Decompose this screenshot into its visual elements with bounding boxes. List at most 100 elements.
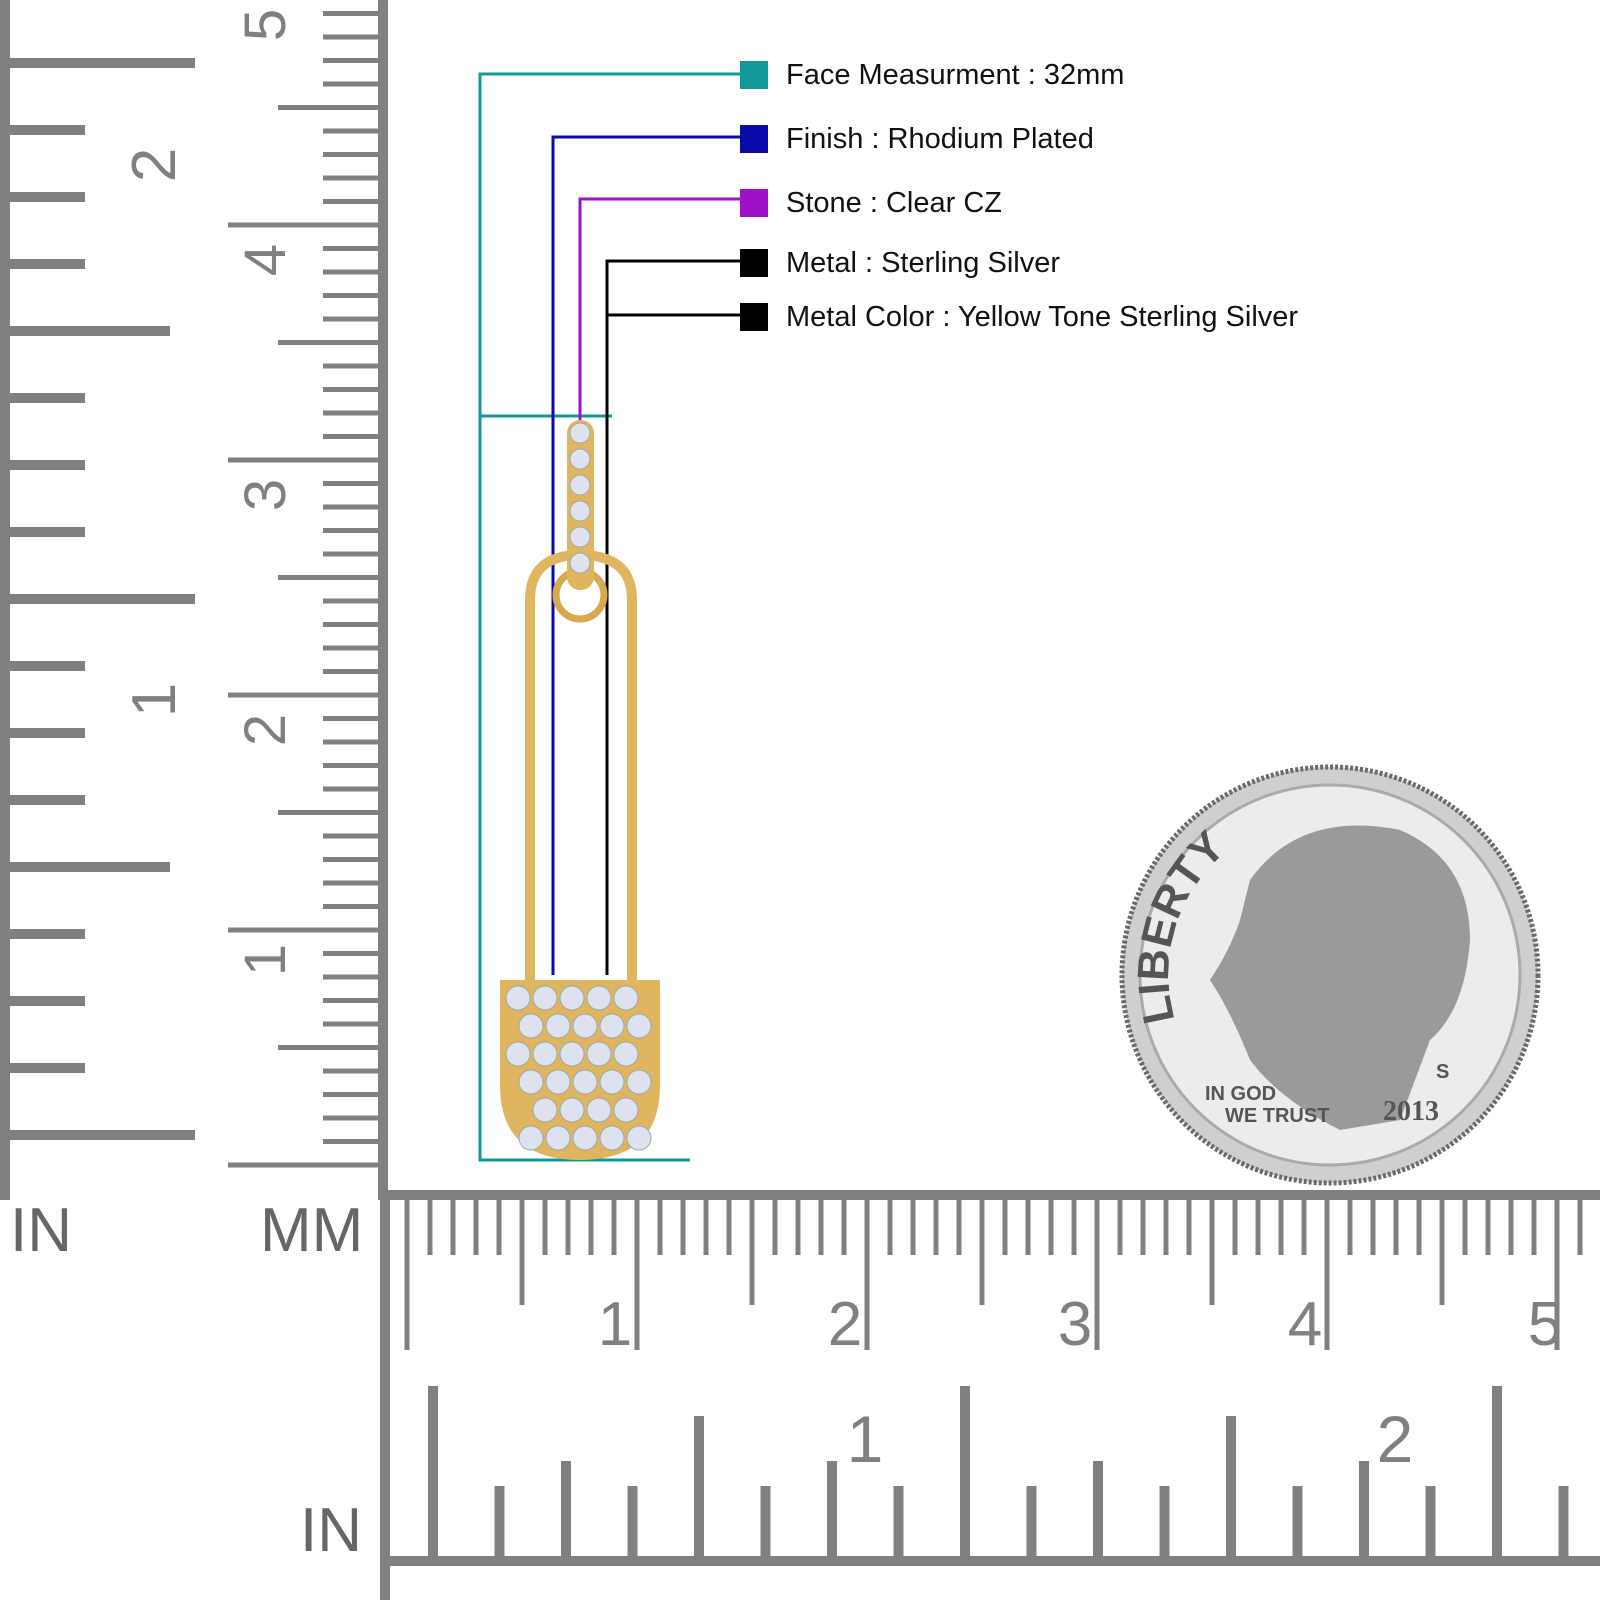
inch-tick xyxy=(561,1461,571,1556)
inch-tick xyxy=(1359,1461,1369,1556)
inch-tick xyxy=(827,1461,837,1556)
mm-tick xyxy=(1002,1200,1008,1255)
legend-stone: Stone : Clear CZ xyxy=(740,186,1002,219)
mm-tick xyxy=(1439,1200,1445,1305)
inch-tick xyxy=(10,326,170,336)
mm-tick xyxy=(323,152,378,157)
inch-tick xyxy=(10,527,85,537)
coin-motto-1: IN GOD xyxy=(1205,1083,1276,1105)
vertical-mm-number: 4 xyxy=(233,244,298,276)
mm-tick xyxy=(542,1200,548,1255)
inch-tick xyxy=(694,1416,704,1556)
mm-tick xyxy=(228,457,378,463)
face-measurement-leader xyxy=(478,72,740,1162)
mm-tick xyxy=(323,857,378,862)
mm-tick xyxy=(933,1200,939,1255)
cz-stone xyxy=(559,1097,585,1123)
mm-tick xyxy=(323,786,378,792)
inch-tick xyxy=(10,393,85,403)
mm-tick xyxy=(323,504,378,510)
mm-tick xyxy=(1301,1200,1307,1255)
coin-year: 2013 xyxy=(1383,1096,1439,1127)
horizontal-inch-number: 1 xyxy=(847,1402,884,1476)
swatch-black xyxy=(740,303,768,331)
cz-stone xyxy=(613,1041,639,1067)
mm-tick xyxy=(1416,1200,1422,1255)
mm-tick xyxy=(772,1200,778,1255)
inch-tick xyxy=(627,1486,638,1556)
inch-tick xyxy=(760,1486,771,1556)
mm-tick xyxy=(228,222,378,228)
mm-tick xyxy=(323,1092,378,1097)
mm-tick xyxy=(228,1162,378,1168)
inch-tick xyxy=(1093,1461,1103,1556)
vertical-ruler-edge-right xyxy=(378,0,388,1200)
mm-tick xyxy=(910,1200,916,1255)
cz-stone xyxy=(532,1041,558,1067)
mm-tick xyxy=(278,810,378,815)
cz-stone xyxy=(572,1069,598,1095)
inch-tick xyxy=(494,1486,505,1556)
cz-stone xyxy=(613,1097,639,1123)
mm-tick xyxy=(323,81,378,87)
mm-tick xyxy=(703,1200,709,1255)
mm-tick xyxy=(228,692,378,698)
mm-tick xyxy=(323,974,378,980)
vertical-ruler-edge xyxy=(0,0,10,1200)
cz-stone xyxy=(545,1069,571,1095)
mm-tick xyxy=(323,1139,378,1144)
inch-tick xyxy=(428,1386,438,1556)
mm-tick xyxy=(427,1200,433,1255)
mm-tick xyxy=(1094,1200,1100,1350)
mm-tick xyxy=(228,927,378,933)
mm-tick xyxy=(404,1200,410,1350)
vertical-inch-number: 1 xyxy=(120,683,189,717)
inch-tick xyxy=(1558,1486,1569,1556)
mm-tick xyxy=(1370,1200,1376,1255)
mm-tick xyxy=(323,1021,378,1027)
cz-stone xyxy=(586,1097,612,1123)
mm-tick xyxy=(1462,1200,1468,1255)
legend-metal: Metal : Sterling Silver xyxy=(740,246,1060,279)
cz-stone xyxy=(505,1041,531,1067)
cz-stone xyxy=(559,1041,585,1067)
horizontal-mm-number: 1 xyxy=(598,1290,632,1359)
mm-tick xyxy=(323,387,378,392)
mm-tick xyxy=(1554,1200,1560,1350)
swatch-magenta xyxy=(740,189,768,217)
left-in-label: IN xyxy=(10,1196,72,1265)
mm-tick xyxy=(1324,1200,1330,1350)
mm-tick xyxy=(680,1200,686,1255)
mm-tick xyxy=(634,1200,640,1350)
mm-tick xyxy=(496,1200,502,1255)
mm-tick xyxy=(473,1200,479,1255)
inch-tick xyxy=(960,1386,970,1556)
mm-tick xyxy=(323,528,378,533)
mm-tick xyxy=(979,1200,985,1305)
mm-tick xyxy=(278,105,378,110)
inch-tick xyxy=(10,1130,195,1140)
inch-tick xyxy=(893,1486,904,1556)
inch-tick xyxy=(10,594,195,604)
mm-tick xyxy=(278,1045,378,1050)
inch-tick xyxy=(1159,1486,1170,1556)
swatch-blue xyxy=(740,125,768,153)
inch-tick xyxy=(10,460,85,470)
metal-leader xyxy=(605,259,740,975)
mm-tick xyxy=(1531,1200,1537,1255)
legend-text: Metal : Sterling Silver xyxy=(786,246,1060,279)
mm-tick xyxy=(323,904,378,909)
mm-tick xyxy=(749,1200,755,1305)
leader-lines xyxy=(478,72,740,1162)
cz-stone xyxy=(569,526,591,548)
cz-stone xyxy=(599,1069,625,1095)
mm-tick xyxy=(323,1115,378,1121)
mm-tick xyxy=(1117,1200,1123,1255)
legend-text: Stone : Clear CZ xyxy=(786,186,1002,219)
cz-stone xyxy=(599,1125,625,1151)
mm-tick xyxy=(657,1200,663,1255)
mm-tick xyxy=(1232,1200,1238,1255)
cz-stone xyxy=(518,1125,544,1151)
vertical-mm-number: 2 xyxy=(233,714,298,746)
